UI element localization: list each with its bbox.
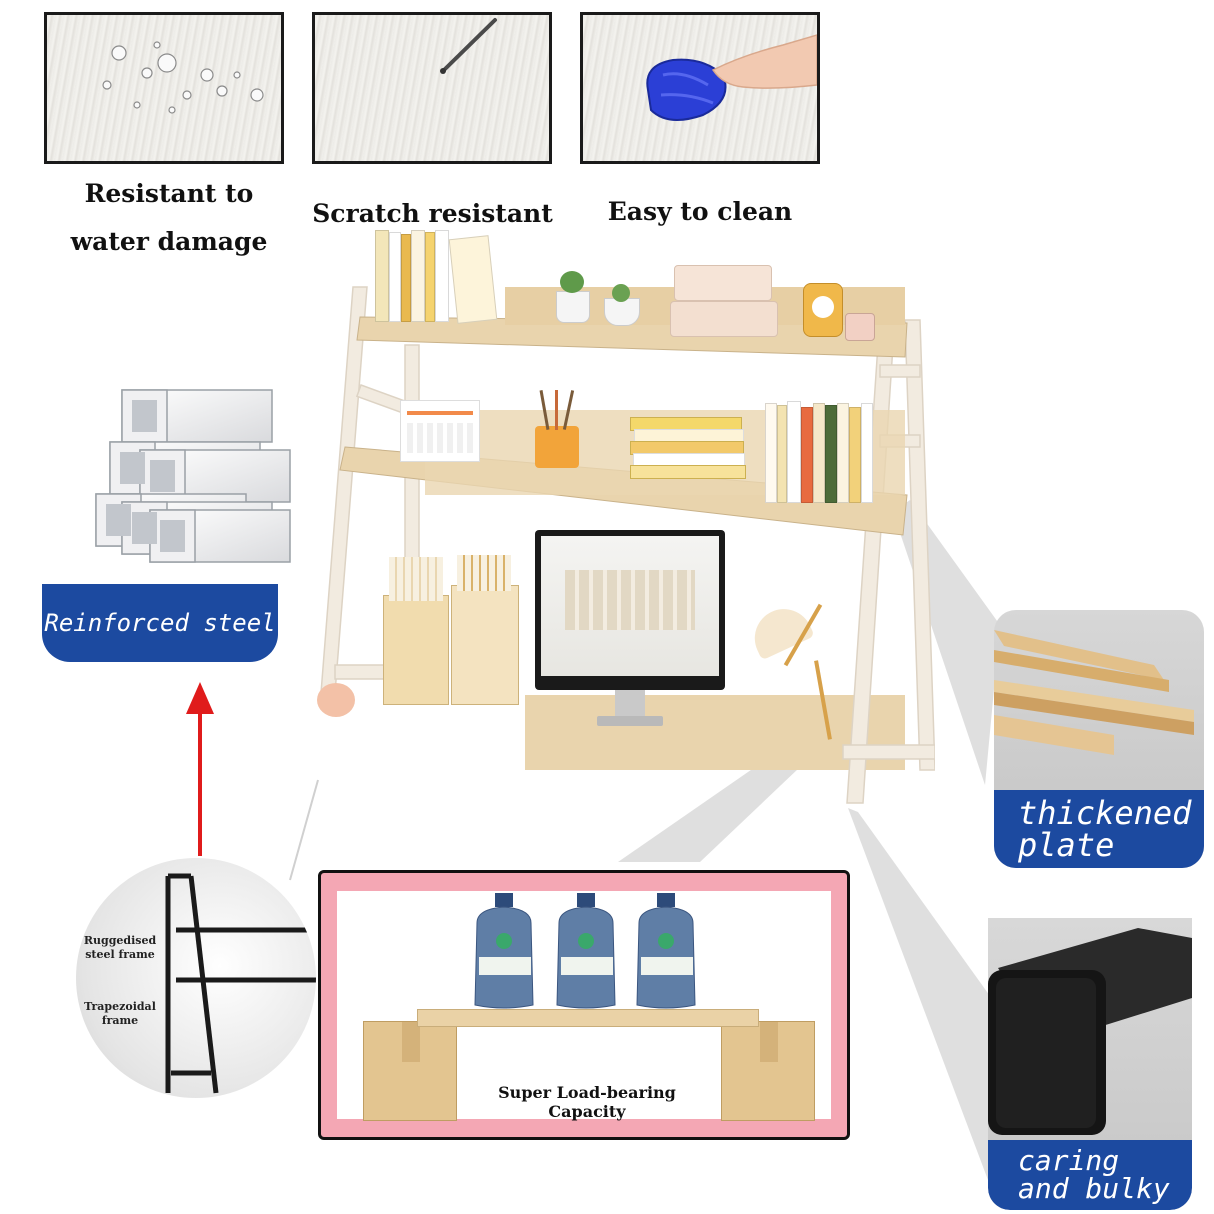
desk-clock bbox=[803, 283, 843, 337]
desk-lamp bbox=[745, 590, 861, 750]
reinforced-steel-tag: Reinforced steel bbox=[42, 584, 278, 662]
wood-board bbox=[417, 1009, 759, 1027]
storage-boxes bbox=[670, 265, 780, 337]
caring-bulky-panel: caring and bulky bbox=[988, 918, 1192, 1210]
load-bearing-caption: Super Load-bearing Capacity bbox=[498, 1083, 676, 1121]
frame-detail-circle: Ruggedised steel frame Trapezoidal frame bbox=[76, 858, 316, 1098]
thickened-plate-panel: thickened plate bbox=[994, 610, 1204, 868]
small-camera-box bbox=[845, 313, 875, 341]
steel-tube-stack-icon bbox=[95, 389, 291, 563]
top-shelf-books bbox=[375, 227, 498, 324]
plate-label: plate bbox=[1018, 826, 1115, 864]
cup-coaster bbox=[317, 683, 355, 717]
potted-plant-1 bbox=[550, 267, 592, 323]
cardboard-box-left bbox=[363, 1021, 457, 1121]
thickened-label: thickened bbox=[1018, 794, 1192, 832]
desk-shelf-product bbox=[295, 225, 935, 805]
load-bearing-panel: Super Load-bearing Capacity bbox=[318, 870, 850, 1140]
water-jugs-icon bbox=[474, 893, 696, 1009]
frame-label-trapezoidal: Trapezoidal frame bbox=[84, 1000, 156, 1028]
water-resistant-swatch bbox=[44, 12, 284, 164]
caring-label: caring bbox=[1018, 1144, 1120, 1177]
potted-plant-2 bbox=[600, 280, 642, 328]
thickened-plate-tag: thickened plate bbox=[994, 790, 1204, 868]
reinforced-steel-label: Reinforced steel bbox=[44, 609, 276, 637]
pen-holder bbox=[533, 390, 583, 468]
middle-shelf-books bbox=[765, 393, 875, 503]
load-bearing-scene: Super Load-bearing Capacity bbox=[337, 891, 831, 1121]
water-droplets-icon bbox=[102, 41, 264, 114]
feature-label-clean: Easy to clean bbox=[607, 197, 793, 226]
wood-plate-layers-icon bbox=[994, 630, 1194, 755]
desk-calendar bbox=[400, 400, 480, 462]
frame-label-rugged: Ruggedised steel frame bbox=[83, 934, 157, 962]
book-stack bbox=[630, 417, 746, 487]
magazine-files bbox=[383, 555, 523, 705]
and-bulky-label: and bulky bbox=[1018, 1172, 1170, 1205]
easy-clean-swatch bbox=[580, 12, 820, 164]
red-arrow-icon bbox=[186, 682, 214, 856]
scratch-mark-icon bbox=[440, 18, 497, 74]
caring-bulky-tag: caring and bulky bbox=[988, 1140, 1192, 1210]
computer-monitor bbox=[535, 530, 725, 735]
black-end-cap-icon bbox=[988, 928, 1192, 1135]
feature-label-scratch: Scratch resistant bbox=[312, 199, 553, 228]
cleaning-cloth-icon bbox=[646, 34, 817, 121]
cardboard-box-right bbox=[721, 1021, 815, 1121]
feature-label-water: Resistant to water damage bbox=[70, 179, 268, 256]
scratch-resistant-swatch bbox=[312, 12, 552, 164]
trapezoid-frame-icon bbox=[165, 873, 316, 1094]
